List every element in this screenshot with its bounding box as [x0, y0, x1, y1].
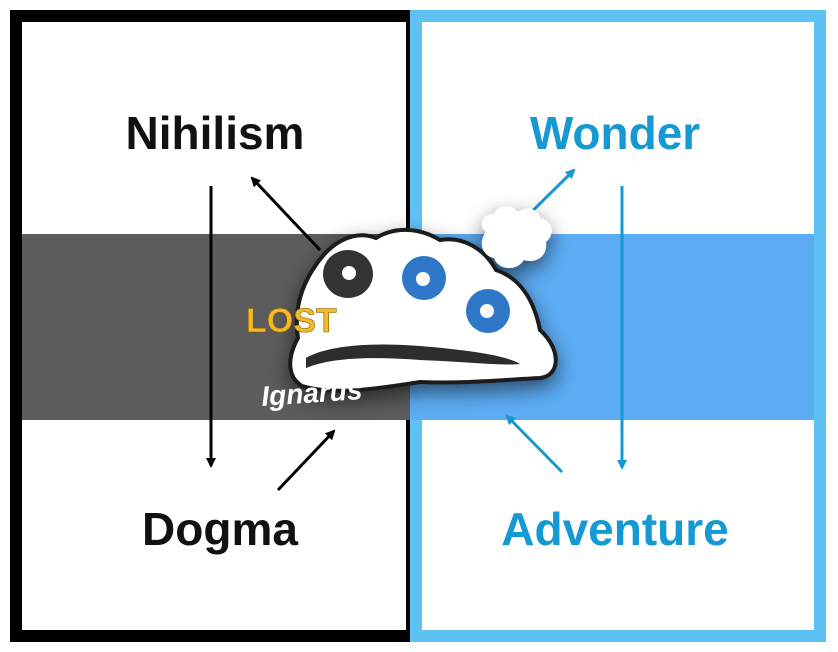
label-adventure: Adventure [501, 503, 729, 555]
arrow-center-to-nihilism [250, 176, 322, 252]
label-dogma: Dogma [142, 503, 298, 555]
label-wonder: Wonder [529, 107, 701, 159]
arrow-adventure-to-center [505, 414, 564, 474]
logo-name-ignarus: Ignarus [260, 374, 363, 412]
label-nihilism: Nihilism [125, 107, 305, 159]
arrow-dogma-to-center [276, 429, 336, 492]
logo-left-pupil [342, 266, 356, 280]
logo-mouth [306, 344, 520, 368]
logo-middle-pupil [416, 272, 430, 286]
logo-right-pupil [480, 304, 494, 318]
logo-small-cloud [481, 206, 552, 269]
logo-title-lost: LOST [246, 302, 337, 340]
